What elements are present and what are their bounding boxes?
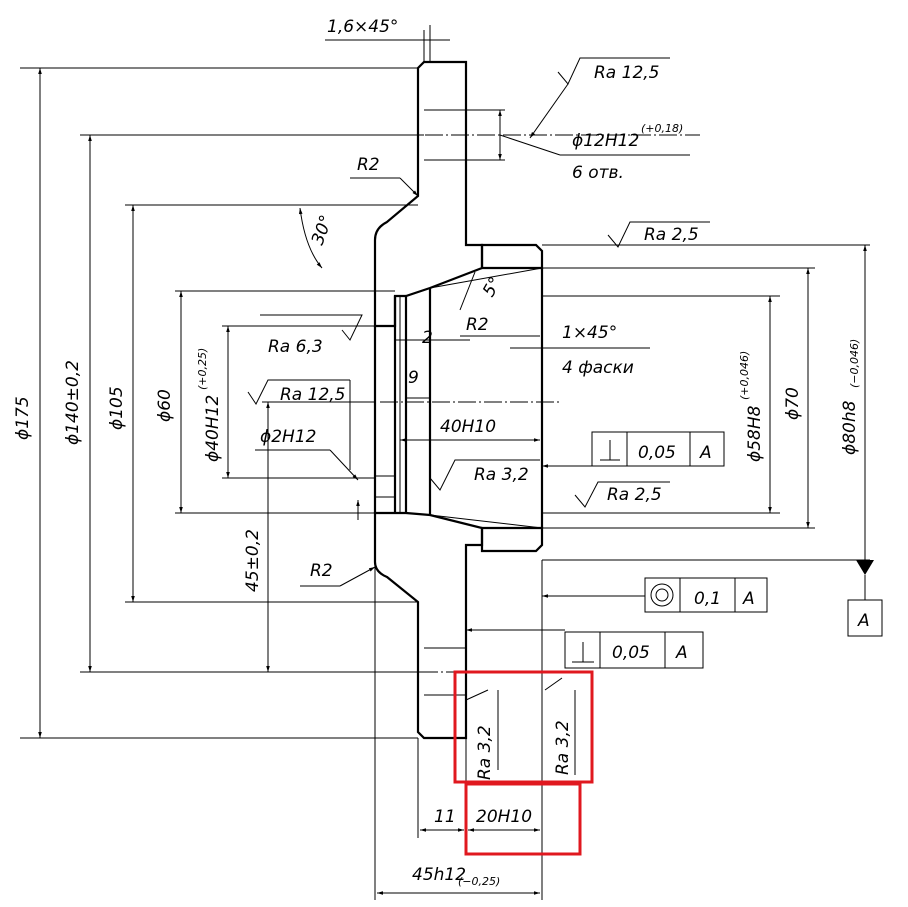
len-2-label: 2: [422, 328, 433, 348]
d70-label: ϕ70: [783, 387, 803, 420]
len-40-label: 40H10: [440, 417, 496, 437]
ra-12-5-top: Ra 12,5: [594, 63, 660, 83]
part-section: [373, 60, 544, 740]
chamfer-top-label: 1,6×45°: [327, 17, 398, 37]
d2-label: ϕ2H12: [260, 427, 316, 447]
len-20-label: 20H10: [476, 807, 532, 827]
angle-5-label: 5°: [479, 274, 506, 301]
roughness-symbols: [247, 57, 710, 775]
r2-top-label: R2: [357, 155, 380, 175]
ra-12-5-mid: Ra 12,5: [280, 385, 346, 405]
ra-3-2-left: Ra 3,2: [475, 725, 495, 780]
d60-label: ϕ60: [155, 389, 175, 422]
len-9-label: 9: [408, 368, 419, 388]
r2-bot-label: R2: [310, 561, 333, 581]
perp2-value: 0,05: [612, 643, 650, 663]
text-labels: 1,6×45° Ra 12,5 ϕ12H12 (+0,18) 6 отв. R2…: [13, 17, 870, 888]
d58-tol: (+0,046): [738, 351, 751, 400]
ra-2-5-top: Ra 2,5: [644, 225, 699, 245]
d140-label: ϕ140±0,2: [63, 360, 83, 445]
d105-label: ϕ105: [107, 386, 127, 430]
conc-value: 0,1: [694, 589, 721, 609]
angle-30-label: 30°: [308, 213, 337, 248]
perp1-datum: A: [699, 443, 712, 463]
d12-label: ϕ12H12: [572, 131, 639, 151]
datum-a-label: A: [857, 611, 870, 631]
ra-3-2-right: Ra 3,2: [553, 720, 573, 775]
conc-datum: A: [742, 589, 755, 609]
ra-2-5-mid: Ra 2,5: [607, 485, 662, 505]
dimension-lines: [20, 30, 874, 900]
d80-label: ϕ80h8: [840, 400, 860, 455]
perp2-datum: A: [675, 643, 688, 663]
feature-control-frames: [564, 431, 883, 669]
d175-label: ϕ175: [13, 396, 33, 440]
len-45-label: 45±0,2: [243, 529, 263, 592]
len-45h12-label: 45h12: [412, 865, 466, 885]
chamfers-label: 1×45°: [562, 323, 617, 343]
d12-tol: (+0,18): [641, 122, 683, 135]
ra-6-3-label: Ra 6,3: [268, 337, 323, 357]
chamfers-note: 4 фаски: [562, 358, 634, 378]
len-45h12-tol: (−0,25): [458, 875, 500, 888]
d58-label: ϕ58H8: [745, 405, 765, 462]
d80-tol: (−0,046): [848, 339, 861, 388]
d40-tol: (+0,25): [196, 348, 209, 390]
d40-label: ϕ40H12: [203, 395, 223, 462]
holes-label: 6 отв.: [572, 163, 624, 183]
ra-3-2-mid: Ra 3,2: [474, 465, 529, 485]
highlight-box-roughness: [453, 670, 594, 784]
len-11-label: 11: [434, 807, 456, 827]
highlight-box-20h10: [464, 782, 582, 856]
r2-mid-label: R2: [466, 315, 489, 335]
perp1-value: 0,05: [638, 443, 676, 463]
